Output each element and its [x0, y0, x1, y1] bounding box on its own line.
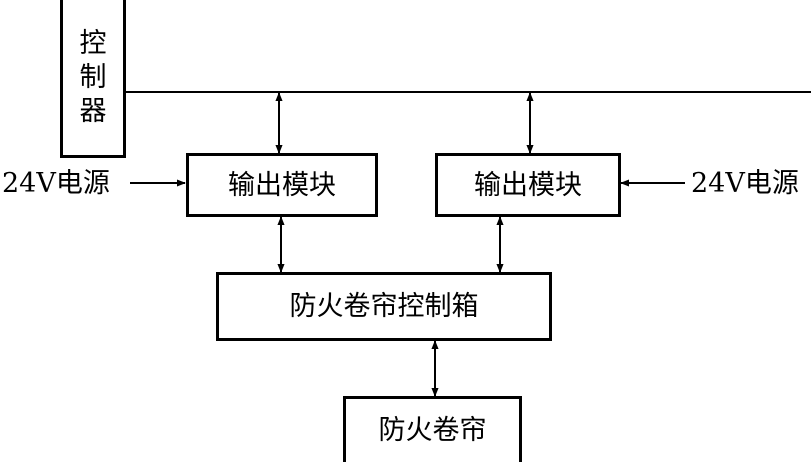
output-module-right: 输出模块 — [435, 153, 621, 217]
output-module-right-label: 输出模块 — [474, 169, 582, 201]
controller-box: 控制器 — [60, 0, 126, 158]
power-right-label: 24V电源 — [691, 168, 799, 199]
power-left-label: 24V电源 — [2, 168, 110, 199]
control-box-label: 防火卷帘控制箱 — [289, 291, 479, 322]
output-module-left-label: 输出模块 — [228, 169, 336, 201]
shutter-box: 防火卷帘 — [343, 396, 522, 462]
shutter-label: 防火卷帘 — [378, 415, 487, 446]
controller-label: 控制器 — [79, 27, 107, 127]
output-module-left: 输出模块 — [186, 153, 378, 217]
control-box: 防火卷帘控制箱 — [216, 272, 552, 341]
